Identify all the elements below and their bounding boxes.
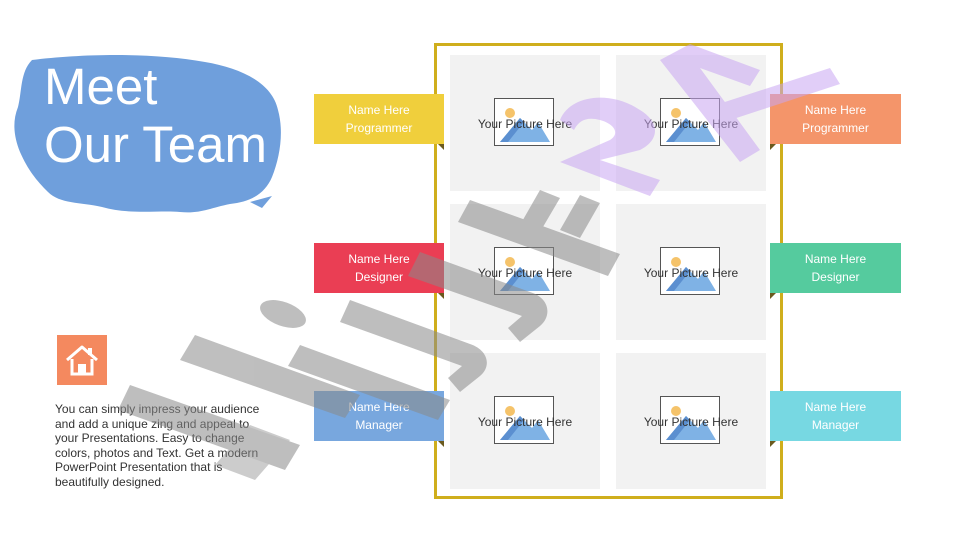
picture-placeholder[interactable]: Your Picture Here [450,204,600,340]
member-name: Name Here [804,400,867,414]
picture-label: Your Picture Here [643,266,739,280]
member-role: Manager [811,418,860,432]
member-name: Name Here [348,252,410,266]
picture-placeholder[interactable]: Your Picture Here [450,353,600,489]
member-tag-programmer-right[interactable]: Name Here Programmer [770,94,901,150]
picture-label: Your Picture Here [477,415,573,429]
member-role: Programmer [345,121,413,135]
member-name: Name Here [348,103,410,117]
member-name: Name Here [348,400,410,414]
member-tag-manager-left[interactable]: Name Here Manager [314,391,444,447]
picture-placeholder-icon [494,396,554,444]
picture-label: Your Picture Here [643,415,739,429]
member-role: Designer [354,270,404,284]
member-tag-manager-right[interactable]: Name Here Manager [770,391,901,447]
picture-label: Your Picture Here [643,117,739,131]
picture-placeholder[interactable]: Your Picture Here [616,55,766,191]
title-brush-shape [14,55,281,213]
team-photo-frame: Your Picture Here Your Picture Here Your… [434,43,783,499]
member-tag-programmer-left[interactable]: Name Here Programmer [314,94,444,150]
picture-placeholder-icon [494,98,554,146]
member-tag-designer-left[interactable]: Name Here Designer [314,243,444,299]
picture-placeholder[interactable]: Your Picture Here [450,55,600,191]
member-role: Designer [811,270,860,284]
description-text: You can simply impress your audience and… [55,402,260,489]
member-name: Name Here [804,252,867,266]
home-badge [57,335,107,385]
member-name: Name Here [804,103,867,117]
slide-title: Meet Our Team [44,58,267,173]
picture-placeholder-icon [660,247,720,295]
member-tag-designer-right[interactable]: Name Here Designer [770,243,901,299]
picture-placeholder[interactable]: Your Picture Here [616,353,766,489]
member-role: Programmer [802,121,869,135]
picture-placeholder[interactable]: Your Picture Here [616,204,766,340]
picture-placeholder-icon [660,396,720,444]
home-icon [66,345,98,376]
member-role: Manager [355,418,403,432]
picture-label: Your Picture Here [477,117,573,131]
picture-label: Your Picture Here [477,266,573,280]
